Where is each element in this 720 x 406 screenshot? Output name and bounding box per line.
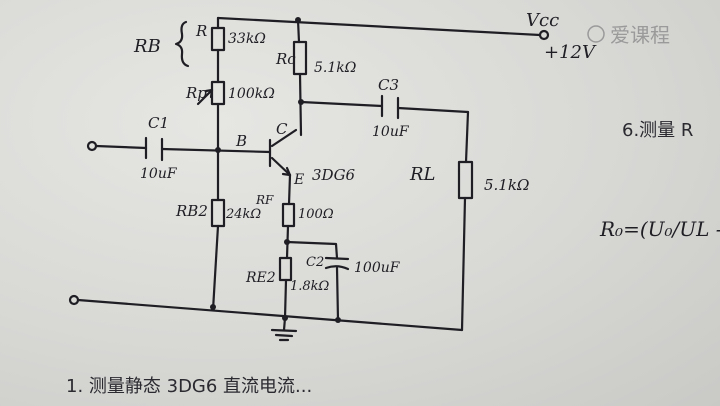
resistor-r: [210, 26, 226, 52]
label-re: RE2: [245, 270, 276, 286]
label-c: C: [276, 120, 288, 138]
label-b: B: [235, 132, 247, 150]
note-formula: R₀=(U₀/UL -1: [599, 217, 720, 241]
label-rc-value: 5.1kΩ: [314, 60, 357, 76]
label-r: R: [195, 22, 207, 40]
label-rb2: RB2: [175, 202, 208, 220]
label-e: E: [293, 172, 304, 188]
watermark-text: 爱课程: [610, 23, 670, 47]
label-c3: C3: [378, 76, 399, 94]
resistor-rf: [281, 202, 296, 228]
note-bottom: 1. 测量静态 3DG6 直流电流...: [66, 376, 312, 397]
resistor-re: [278, 256, 293, 282]
input-terminal: [86, 140, 98, 152]
label-r-value: 33kΩ: [228, 31, 266, 47]
resistors: [210, 26, 474, 282]
label-rl-value: 5.1kΩ: [484, 176, 529, 194]
label-rp-value: 100kΩ: [228, 86, 275, 102]
label-vcc: Vcc: [526, 10, 559, 31]
label-c1: C1: [148, 114, 169, 132]
label-rb1: RB: [133, 36, 161, 57]
label-rl: RL: [409, 164, 436, 185]
note-item6: 6.测量 R: [622, 120, 693, 141]
vcc-terminal: [538, 29, 550, 41]
label-supply: +12V: [544, 42, 597, 63]
circuit-wires: [76, 16, 542, 342]
junction-dots: [210, 17, 341, 323]
label-rp: Rp: [185, 84, 207, 102]
label-transistor: 3DG6: [312, 166, 356, 184]
label-re-value: 1.8kΩ: [290, 279, 330, 294]
resistor-rp: [210, 80, 226, 106]
label-rf-value: 100Ω: [298, 207, 334, 222]
resistor-rc: [292, 40, 308, 76]
label-rf: RF: [255, 193, 274, 207]
label-c2-value: 100uF: [354, 260, 401, 276]
resistor-rb2: [210, 198, 226, 228]
watermark-logo-icon: [587, 25, 605, 43]
label-c2: C2: [306, 255, 324, 270]
label-rb2-value: 24kΩ: [225, 207, 261, 222]
terminals: [68, 29, 550, 306]
ground-terminal: [68, 294, 80, 306]
label-rc: Rc: [275, 50, 296, 68]
label-c1-value: 10uF: [140, 166, 178, 182]
resistor-rl: [457, 160, 474, 200]
watermark: 爱课程: [587, 23, 670, 47]
label-c3-value: 10uF: [372, 124, 410, 140]
